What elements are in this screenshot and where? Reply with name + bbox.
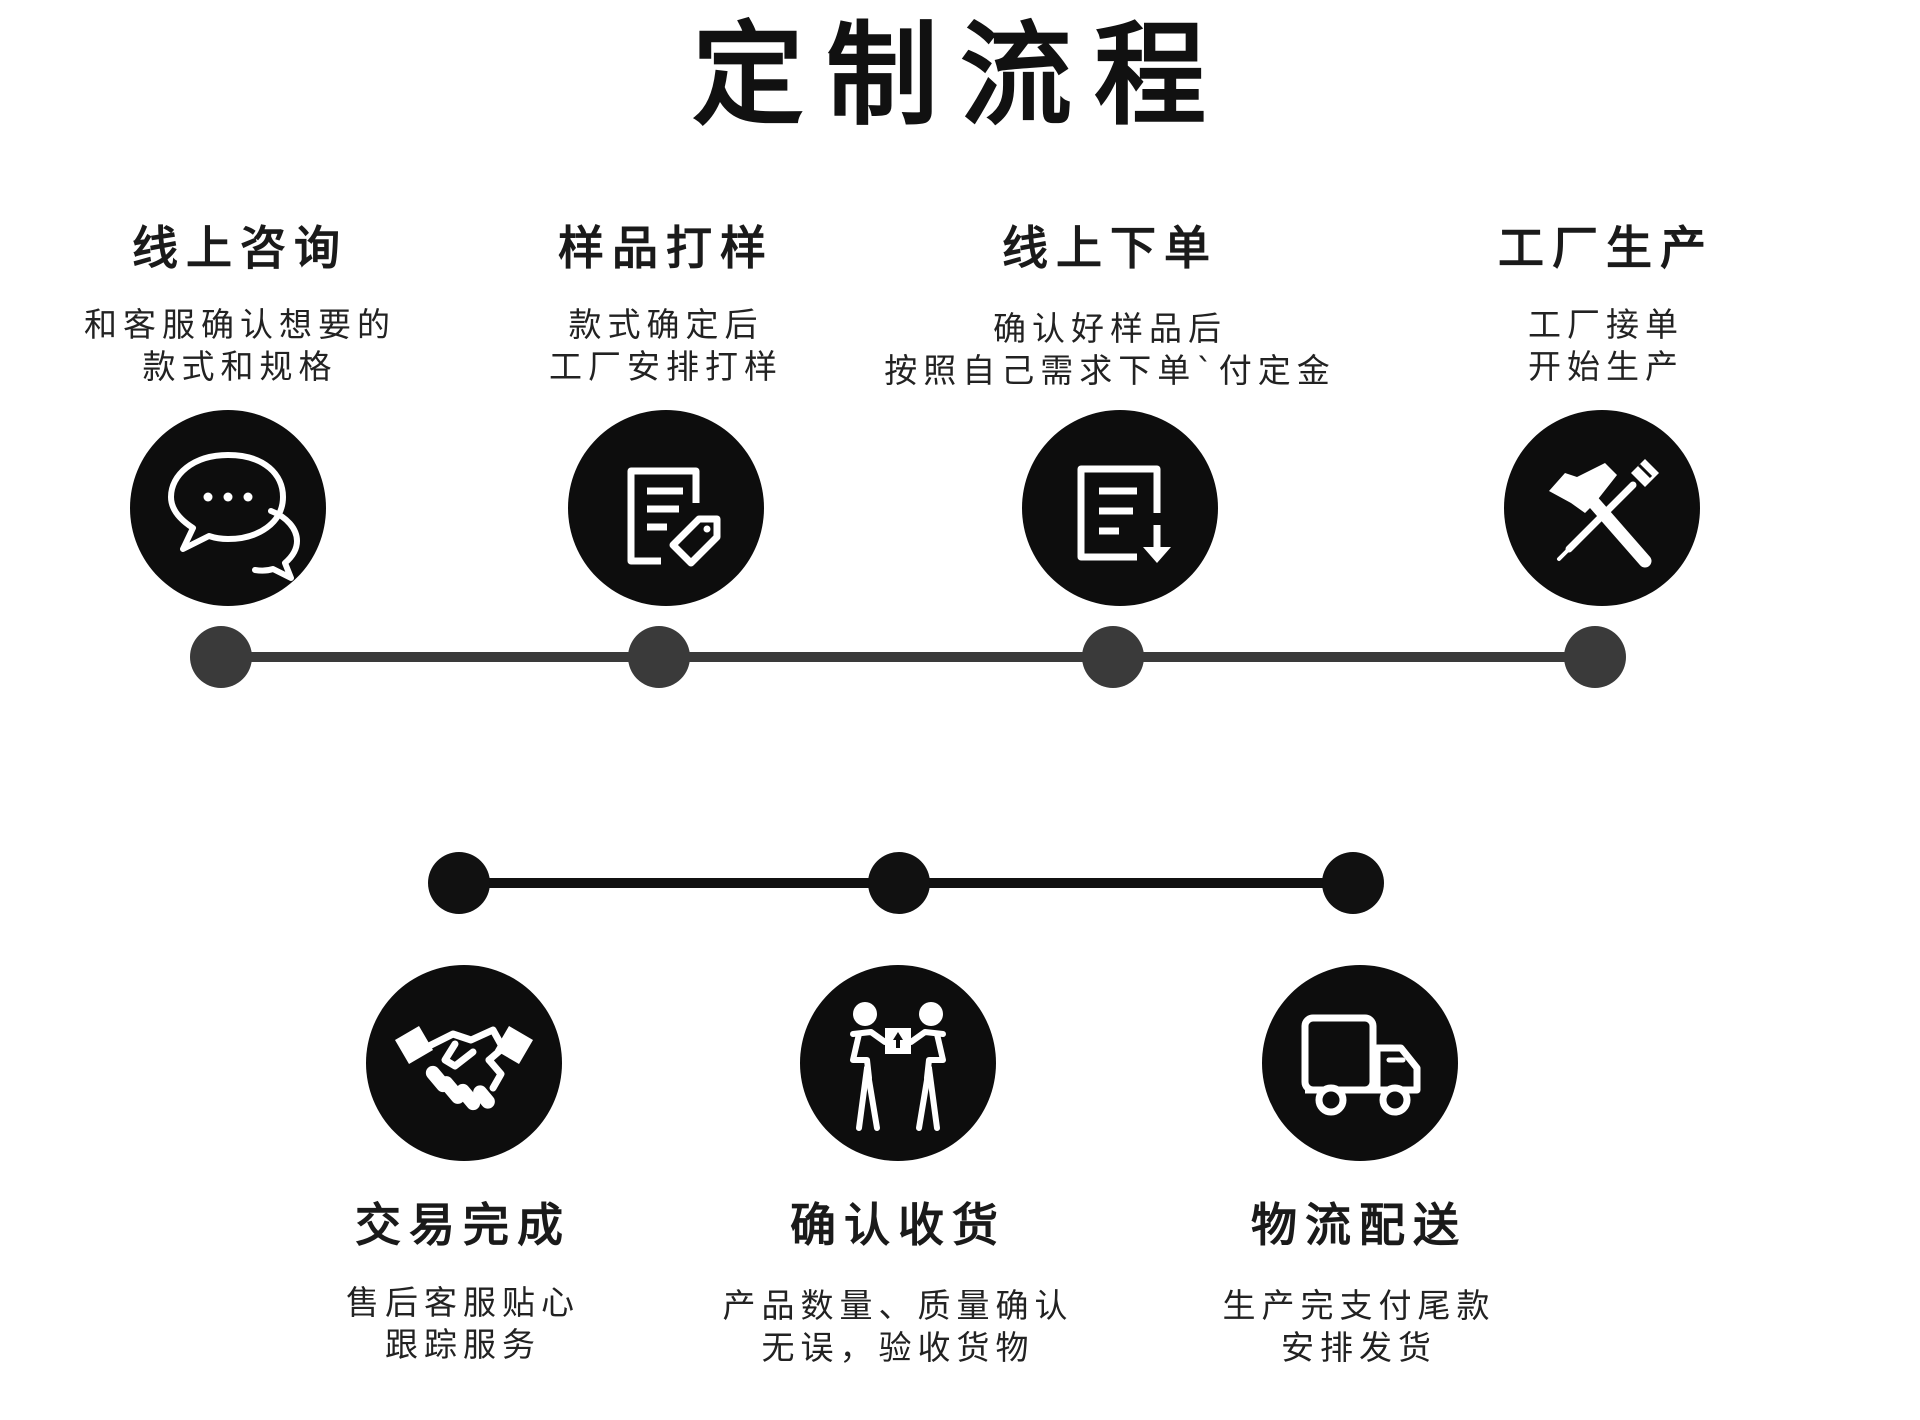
step-icon-sample: [568, 410, 764, 606]
step-desc-receive: 产品数量、质量确认 无误，验收货物: [638, 1285, 1158, 1369]
step-desc-line: 和客服确认想要的: [84, 305, 396, 344]
step-desc-order: 确认好样品后 按照自己需求下单`付定金: [850, 308, 1370, 392]
step-desc-produce: 工厂接单 开始生产: [1346, 304, 1866, 388]
step-desc-sample: 款式确定后 工厂安排打样: [406, 304, 926, 388]
handshake-icon: [395, 1026, 533, 1111]
timeline-dot: [190, 626, 252, 688]
hammer-screwdriver-icon: [1549, 459, 1659, 568]
step-desc-line: 开始生产: [1528, 347, 1684, 386]
step-title-order: 线上下单: [1002, 221, 1218, 275]
step-desc-line: 无误，验收货物: [761, 1328, 1035, 1367]
step-desc-line: 工厂接单: [1528, 305, 1684, 344]
step-desc-delivery: 生产完支付尾款 安排发货: [1099, 1285, 1619, 1369]
step-title-receive: 确认收货: [790, 1198, 1006, 1252]
package-handover-icon: [850, 1002, 946, 1131]
step-desc-line: 工厂安排打样: [549, 347, 783, 386]
step-icon-delivery: [1262, 965, 1458, 1161]
step-title-sample: 样品打样: [558, 221, 774, 275]
timeline-dot: [1082, 626, 1144, 688]
step-desc-line: 按照自己需求下单`付定金: [884, 351, 1336, 390]
step-title-produce: 工厂生产: [1498, 221, 1714, 275]
timeline-dot: [868, 852, 930, 914]
step-icon-receive: [800, 965, 996, 1161]
timeline-dot: [1564, 626, 1626, 688]
step-title-delivery: 物流配送: [1251, 1198, 1467, 1252]
step-title-complete: 交易完成: [355, 1198, 571, 1252]
step-desc-line: 安排发货: [1281, 1328, 1437, 1367]
step-icon-order: [1022, 410, 1218, 606]
timeline-dot: [1322, 852, 1384, 914]
step-icon-complete: [366, 965, 562, 1161]
step-desc-line: 款式和规格: [142, 347, 338, 386]
step-desc-line: 生产完支付尾款: [1222, 1286, 1496, 1325]
chat-bubbles-icon: [168, 452, 300, 581]
document-download-icon: [1077, 465, 1171, 563]
step-icon-produce: [1504, 410, 1700, 606]
step-desc-line: 款式确定后: [568, 305, 764, 344]
top-timeline-track: [220, 652, 1598, 662]
page-title: 定制流程: [692, 11, 1228, 141]
timeline-dot: [428, 852, 490, 914]
delivery-truck-icon: [1301, 1014, 1421, 1116]
step-desc-line: 售后客服贴心: [346, 1283, 580, 1322]
step-title-consult: 线上咨询: [132, 221, 348, 275]
document-tag-icon: [627, 467, 721, 567]
step-desc-complete: 售后客服贴心 跟踪服务: [203, 1282, 723, 1366]
step-desc-line: 产品数量、质量确认: [722, 1286, 1074, 1325]
timeline-dot: [628, 626, 690, 688]
step-icon-consult: [130, 410, 326, 606]
step-desc-consult: 和客服确认想要的 款式和规格: [0, 304, 500, 388]
step-desc-line: 确认好样品后: [993, 309, 1227, 348]
step-desc-line: 跟踪服务: [385, 1325, 541, 1364]
